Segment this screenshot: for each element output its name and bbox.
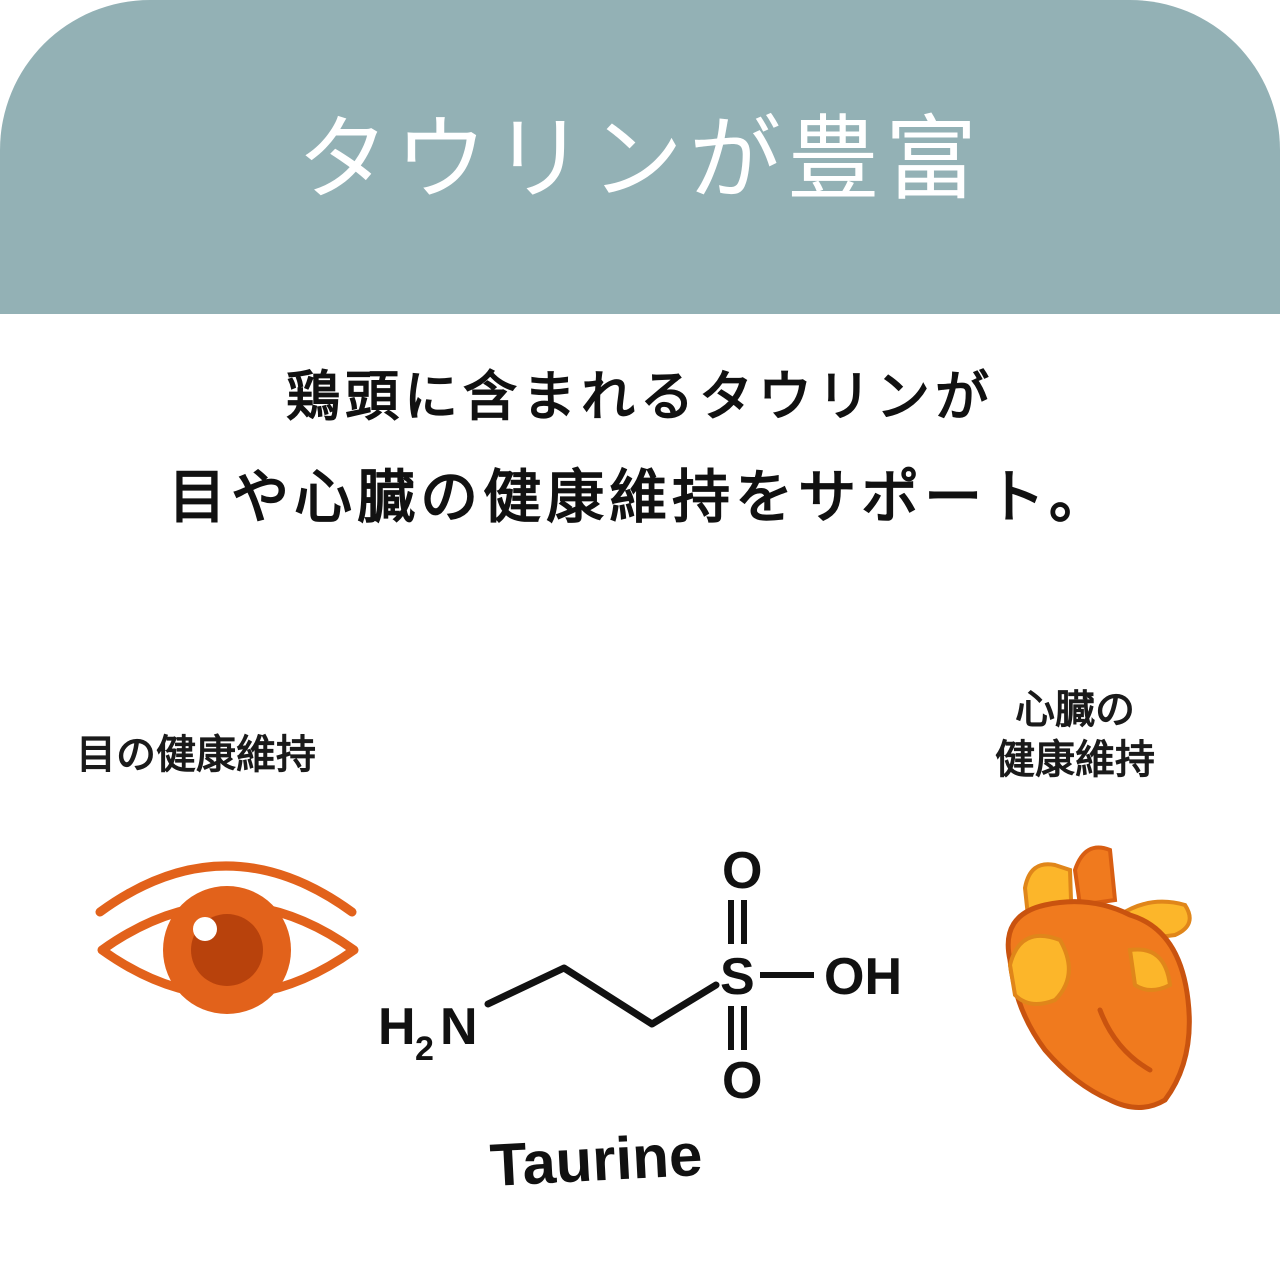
eye-icon	[95, 861, 359, 1014]
lead-text-line-2: 目や心臓の健康維持をサポート。	[168, 463, 1112, 531]
sulfur-label: S	[720, 948, 755, 1006]
carbon-chain-bond	[484, 964, 720, 1028]
double-bond-top	[728, 900, 747, 944]
amine-n-label: N	[440, 998, 478, 1056]
oxygen-top-label: O	[722, 842, 762, 900]
amine-group: H 2 N	[378, 998, 478, 1068]
heart-label: 心臓の 健康維持	[975, 685, 1175, 785]
taurine-structure: H 2 N S O O OH Taurine	[378, 842, 902, 1199]
molecule-name: Taurine	[488, 1121, 703, 1199]
lead-text-line-1: 鶏頭に含まれるタウリンが	[286, 365, 994, 428]
header-banner: タウリンが豊富	[0, 0, 1280, 314]
double-bond-bottom	[728, 1006, 747, 1050]
amine-h-label: H	[378, 998, 416, 1056]
eye-label: 目の健康維持	[76, 732, 316, 778]
page-title: タウリンが豊富	[296, 106, 983, 213]
heart-label-line-1: 心臓の	[1015, 687, 1135, 733]
heart-label-line-2: 健康維持	[995, 737, 1155, 783]
hydroxyl-label: OH	[824, 948, 902, 1006]
oxygen-bottom-label: O	[722, 1052, 762, 1110]
heart-icon	[1005, 845, 1192, 1110]
amine-subscript-label: 2	[415, 1030, 434, 1068]
